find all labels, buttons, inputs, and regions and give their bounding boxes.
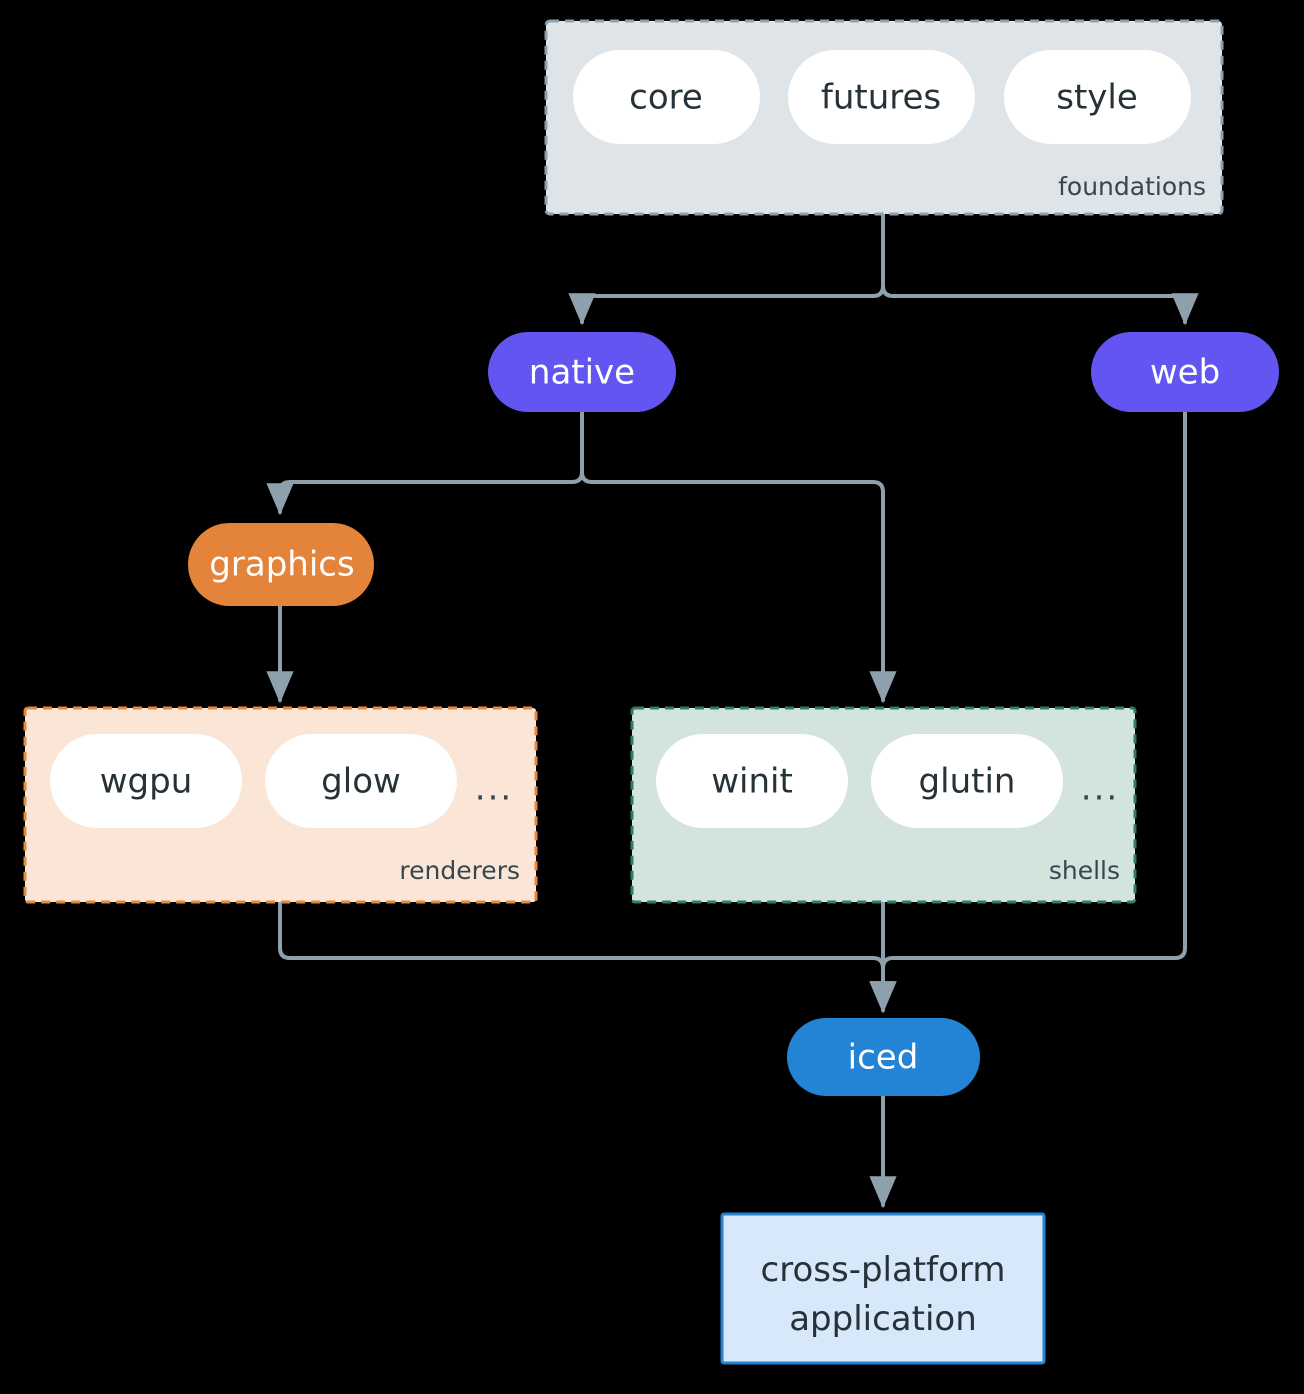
foundations-pill-core[interactable] xyxy=(573,50,760,144)
shells-label-winit: winit xyxy=(711,762,793,802)
node-graphics[interactable]: graphics xyxy=(188,523,374,606)
foundations-pill-futures[interactable] xyxy=(788,50,975,144)
edge-layer xyxy=(266,212,1199,1209)
foundations-label-futures: futures xyxy=(821,78,941,118)
renderers-pill-wgpu[interactable] xyxy=(50,734,242,828)
application-label-line2: application xyxy=(789,1299,977,1339)
web-pill[interactable] xyxy=(1091,332,1279,412)
foundations-pill-style[interactable] xyxy=(1004,50,1191,144)
renderers-label-wgpu: wgpu xyxy=(100,762,193,802)
native-pill[interactable] xyxy=(488,332,676,412)
group-renderers[interactable]: wgpu glow ... renderers xyxy=(23,706,538,904)
shells-label-glutin: glutin xyxy=(919,762,1016,802)
iced-pill[interactable] xyxy=(787,1018,980,1096)
application-label-line1: cross-platform xyxy=(761,1250,1006,1290)
iced-label: iced xyxy=(848,1038,919,1078)
node-cross-platform-application[interactable]: cross-platform application xyxy=(720,1212,1046,1365)
shells-group-label: shells xyxy=(1049,856,1120,885)
web-label: web xyxy=(1150,353,1220,393)
renderers-label-glow: glow xyxy=(321,762,401,802)
node-web[interactable]: web xyxy=(1091,332,1279,412)
native-label: native xyxy=(529,353,635,393)
node-iced[interactable]: iced xyxy=(787,1018,980,1096)
foundations-label-style: style xyxy=(1056,78,1138,118)
edge-native-to-shells xyxy=(580,410,897,704)
renderers-ellipsis: ... xyxy=(475,769,513,809)
graphics-label: graphics xyxy=(209,545,354,585)
edge-foundations-to-web xyxy=(881,212,1199,326)
node-native[interactable]: native xyxy=(488,332,676,412)
group-shells[interactable]: winit glutin ... shells xyxy=(630,706,1137,904)
renderers-pill-glow[interactable] xyxy=(265,734,457,828)
foundations-label-core: core xyxy=(629,78,703,118)
shells-ellipsis: ... xyxy=(1081,769,1119,809)
shells-pill-winit[interactable] xyxy=(656,734,848,828)
edge-web-to-iced xyxy=(869,410,1187,1014)
foundations-group-label: foundations xyxy=(1058,172,1206,201)
group-foundations[interactable]: core futures style foundations xyxy=(544,19,1224,216)
renderers-group-label: renderers xyxy=(399,856,520,885)
graphics-pill[interactable] xyxy=(188,523,374,606)
application-box[interactable] xyxy=(720,1212,1046,1365)
shells-pill-glutin[interactable] xyxy=(871,734,1063,828)
